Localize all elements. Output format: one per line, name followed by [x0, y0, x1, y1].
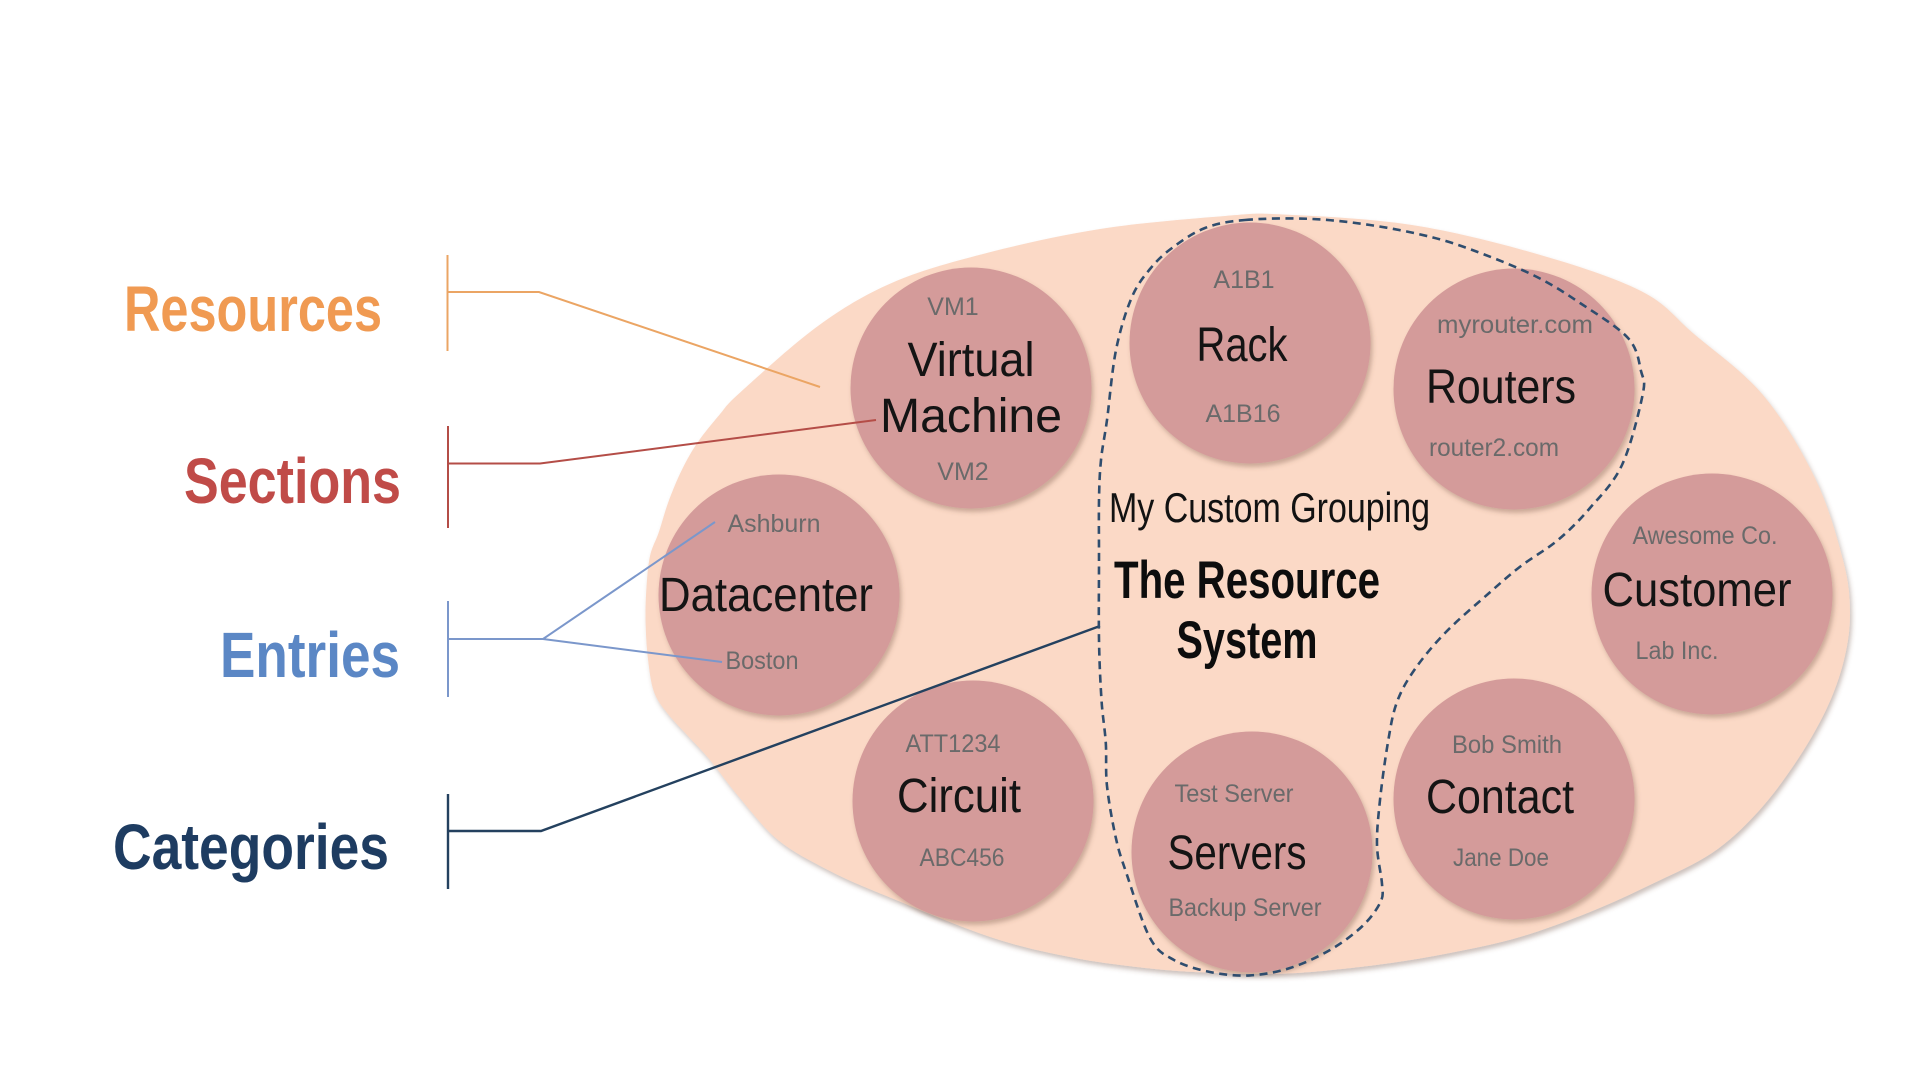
svg-text:Contact: Contact	[1426, 771, 1574, 824]
svg-text:A1B16: A1B16	[1205, 400, 1280, 428]
svg-text:Routers: Routers	[1426, 361, 1576, 414]
svg-text:Entries: Entries	[220, 619, 400, 691]
svg-text:Virtual: Virtual	[908, 334, 1035, 387]
svg-text:ATT1234: ATT1234	[906, 730, 1001, 758]
svg-text:Resources: Resources	[124, 273, 382, 345]
svg-text:Datacenter: Datacenter	[659, 569, 873, 622]
svg-text:Test Server: Test Server	[1175, 780, 1294, 808]
svg-text:Lab Inc.: Lab Inc.	[1636, 637, 1719, 665]
svg-text:VM1: VM1	[927, 293, 978, 321]
svg-text:Boston: Boston	[726, 647, 799, 675]
svg-text:My Custom Grouping: My Custom Grouping	[1109, 484, 1430, 531]
svg-text:VM2: VM2	[937, 458, 988, 486]
svg-text:Servers: Servers	[1168, 827, 1307, 880]
svg-text:Machine: Machine	[880, 390, 1062, 443]
svg-text:Circuit: Circuit	[897, 770, 1021, 823]
svg-text:Ashburn: Ashburn	[728, 510, 821, 538]
svg-text:ABC456: ABC456	[920, 844, 1005, 872]
svg-text:Customer: Customer	[1603, 564, 1792, 617]
svg-text:Jane Doe: Jane Doe	[1453, 844, 1549, 872]
svg-text:router2.com: router2.com	[1429, 434, 1559, 462]
svg-text:Awesome Co.: Awesome Co.	[1633, 522, 1778, 550]
svg-text:The Resource: The Resource	[1114, 551, 1380, 610]
svg-text:Sections: Sections	[184, 445, 401, 517]
svg-text:System: System	[1177, 611, 1318, 670]
svg-text:Backup Server: Backup Server	[1169, 894, 1322, 922]
svg-text:A1B1: A1B1	[1213, 266, 1274, 294]
svg-text:Categories: Categories	[113, 811, 389, 883]
svg-text:Rack: Rack	[1197, 319, 1289, 372]
svg-text:myrouter.com: myrouter.com	[1437, 311, 1593, 339]
svg-text:Bob Smith: Bob Smith	[1452, 731, 1562, 759]
